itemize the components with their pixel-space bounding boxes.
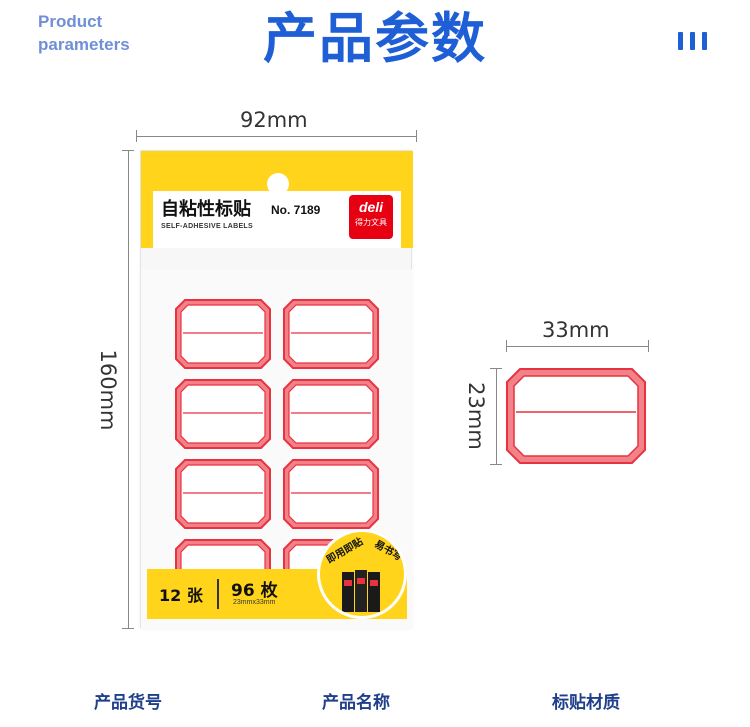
menu-bars-icon[interactable] xyxy=(678,32,707,50)
label-width-label: 33mm xyxy=(542,318,610,342)
header-en-line2: parameters xyxy=(38,35,130,54)
sticker-label xyxy=(283,379,379,449)
package-height-line xyxy=(128,150,129,628)
sticker-label xyxy=(175,299,271,369)
header-en-line1: Product xyxy=(38,12,103,31)
label-height-tick-bottom xyxy=(490,464,502,465)
header-en-title: Product parameters xyxy=(38,10,130,56)
label-height-label: 23mm xyxy=(464,382,488,450)
menu-bar xyxy=(678,32,683,50)
bottom-label-product-code: 产品货号 xyxy=(94,693,162,713)
package-width-tick-right xyxy=(416,130,417,142)
single-sticker-label xyxy=(506,368,646,464)
label-width-tick-right xyxy=(648,340,649,352)
package-width-tick-left xyxy=(136,130,137,142)
product-package: 自粘性标贴 No. 7189 SELF-ADHESIVE LABELS deli… xyxy=(140,150,413,629)
sticker-label xyxy=(175,459,271,529)
label-sheet xyxy=(141,269,413,629)
feature-badge: 即用即贴 易书写 xyxy=(317,529,407,619)
sticker-label xyxy=(175,379,271,449)
menu-bar xyxy=(690,32,695,50)
hang-hole xyxy=(267,173,289,195)
package-height-tick-bottom xyxy=(122,628,134,629)
footer-divider xyxy=(217,579,219,609)
product-english-name: SELF-ADHESIVE LABELS xyxy=(161,223,253,230)
label-size-text: 23mmx33mm xyxy=(233,599,276,606)
bottom-label-product-name: 产品名称 xyxy=(322,693,390,713)
binder-books-icon xyxy=(342,570,380,612)
logo-main-text: deli xyxy=(358,199,384,215)
logo-sub-text: 得力文具 xyxy=(355,218,387,227)
sticker-label xyxy=(283,459,379,529)
bottom-label-material: 标贴材质 xyxy=(552,693,620,713)
deli-logo: deli 得力文具 xyxy=(349,195,393,239)
package-height-tick-top xyxy=(122,150,134,151)
label-width-tick-left xyxy=(506,340,507,352)
package-width-line xyxy=(136,136,417,137)
label-width-line xyxy=(506,346,649,347)
package-height-label: 160mm xyxy=(96,349,120,431)
label-height-line xyxy=(496,368,497,464)
page-title: 产品参数 xyxy=(263,7,487,70)
package-title-card: 自粘性标贴 No. 7189 SELF-ADHESIVE LABELS deli… xyxy=(153,191,401,248)
sheet-count: 12 张 xyxy=(159,586,203,605)
menu-bar xyxy=(702,32,707,50)
label-height-tick-top xyxy=(490,368,502,369)
product-number: No. 7189 xyxy=(271,203,321,217)
label-count: 96 枚 xyxy=(231,581,278,601)
sticker-label xyxy=(283,299,379,369)
package-width-label: 92mm xyxy=(240,108,308,132)
package-header: 自粘性标贴 No. 7189 SELF-ADHESIVE LABELS deli… xyxy=(141,151,413,248)
product-name: 自粘性标贴 xyxy=(161,199,251,220)
